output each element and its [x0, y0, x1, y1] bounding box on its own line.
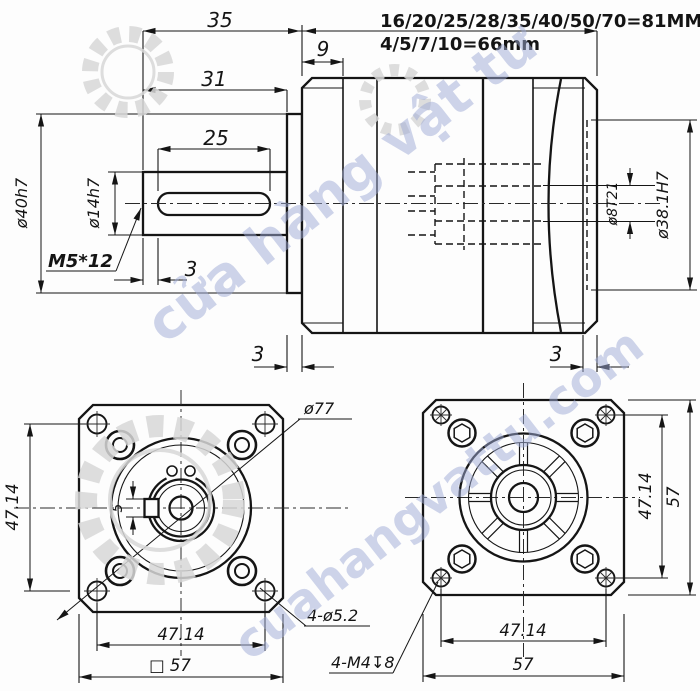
circlip-ear [166, 465, 178, 477]
label-rear-taps: 4-M4↧8 [331, 653, 395, 672]
dim-rear-pitch-h: 47.14 [499, 621, 546, 640]
rear-flange-view: 47.14 57 47.14 57 4-M4↧8 [329, 383, 696, 682]
dim-rear-width: 57 [513, 655, 534, 674]
circlip-ear [184, 465, 196, 477]
dim-rear-pitch-v: 47.14 [636, 472, 655, 519]
dim-output-pilot-dia: ø40h7 [12, 177, 31, 229]
label-corner-circle: ø77 [303, 399, 335, 418]
input-carrier-spokes [468, 442, 579, 553]
dim-shaft-dia: ø14h7 [84, 177, 103, 229]
label-mount-holes: 4-ø5.2 [307, 606, 358, 625]
dim-rear-height: 57 [664, 486, 683, 507]
dim-9: 9 [317, 37, 330, 61]
input-bore-circle [507, 481, 540, 514]
front-hole-centermarks [84, 411, 278, 604]
rear-tapped-hole-marks [430, 404, 617, 589]
dim-front-boss-3: 3 [252, 342, 265, 366]
gearbox-body [300, 76, 599, 335]
keyway-front [143, 497, 160, 519]
dim-input-pilot: ø38.1H7 [653, 170, 672, 239]
dim-key-offset-3: 3 [185, 257, 198, 281]
dim-input-bore: ø8T21 [605, 182, 621, 227]
body-cast-curve [547, 78, 563, 333]
dim-25: 25 [203, 126, 228, 150]
label-shaft-tap: M5*12 [48, 251, 113, 272]
dim-31: 31 [201, 67, 226, 91]
note-multi-stage-length: 16/20/25/28/35/40/50/70=81MM [380, 11, 700, 32]
dim-front-pitch-h: 47.14 [157, 625, 204, 644]
dim-key-width: 5 [110, 503, 126, 512]
rear-socket-screws [447, 418, 600, 574]
dim-35: 35 [207, 8, 232, 32]
input-pilot-circle [458, 432, 589, 563]
watermark-gear-icon [75, 26, 431, 585]
length-notes: 16/20/25/28/35/40/50/70=81MM 4/5/7/10=66… [380, 11, 700, 55]
dim-front-square: □ 57 [149, 656, 191, 675]
dim-front-pitch-v: 47.14 [3, 483, 22, 530]
dim-rear-boss-3: 3 [550, 342, 563, 366]
side-view: 35 31 25 9 3 3 3 ø40h7 [12, 8, 697, 372]
note-single-stage-length: 4/5/7/10=66mm [380, 34, 540, 55]
